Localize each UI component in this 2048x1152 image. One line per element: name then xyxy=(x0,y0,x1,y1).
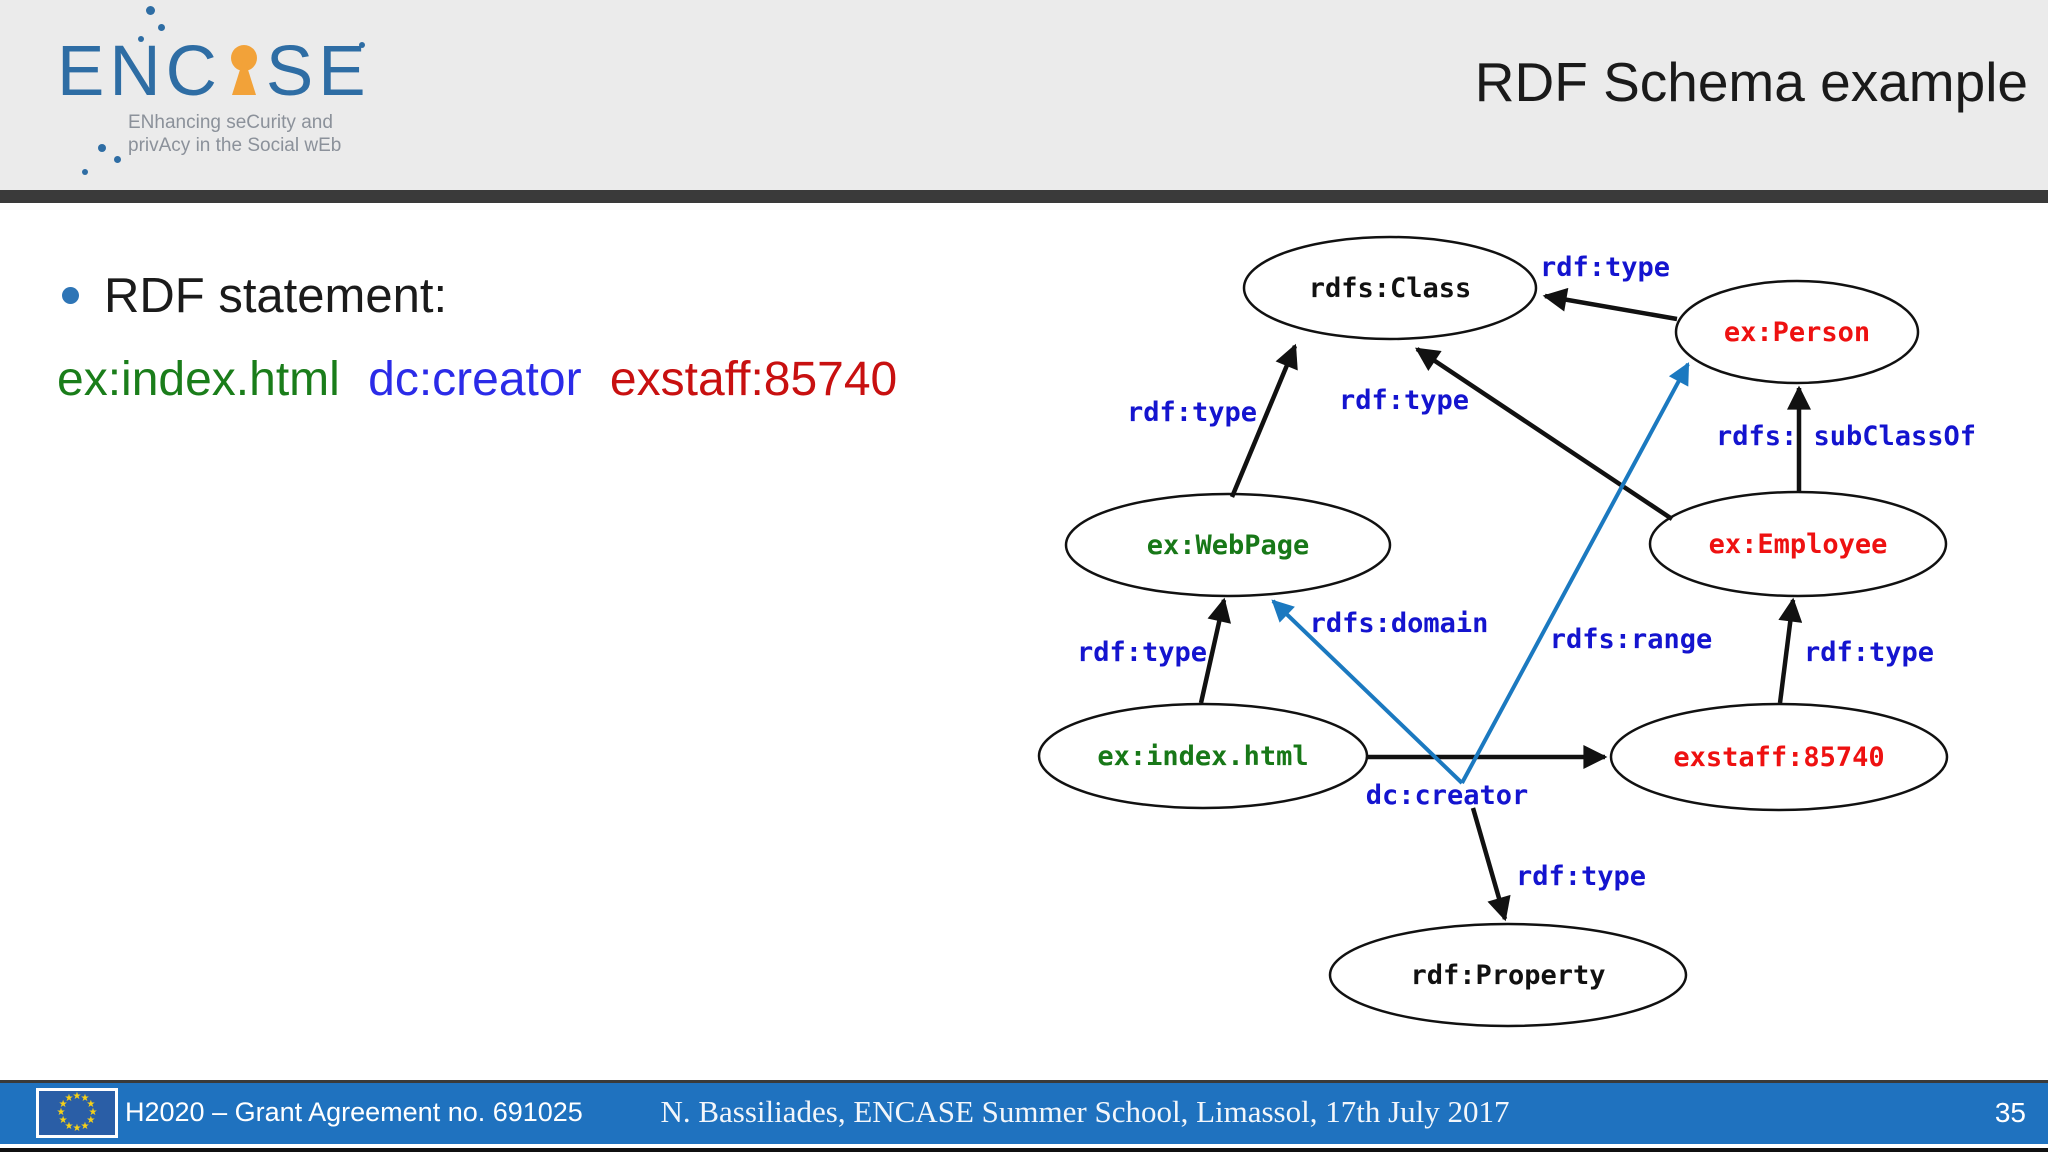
rdf-statement: ex:index.html dc:creator exstaff:85740 xyxy=(57,352,897,407)
eu-star-icon: ★ xyxy=(86,1099,96,1110)
node-rdfs-class-label: rdfs:Class xyxy=(1309,273,1472,304)
footer-bar xyxy=(0,1083,2048,1144)
keyhole-icon xyxy=(230,44,257,95)
eu-star-icon: ★ xyxy=(58,1115,68,1126)
eu-star-icon: ★ xyxy=(80,1120,90,1132)
header-band: ENC SE ENhancing seCurity and privAcy in… xyxy=(0,0,2048,190)
edge-employee-to-class-rdf-type xyxy=(1415,347,1674,521)
eu-star-icon: ★ xyxy=(86,1115,96,1126)
decor-dot xyxy=(114,156,121,163)
edge-exstaff-to-employee-rdf-type xyxy=(1777,597,1803,704)
label-rdfs-range: rdfs:range xyxy=(1550,624,1713,655)
page-title: RDF Schema example xyxy=(1474,51,2028,113)
edge-creator-domain-webpage xyxy=(1271,599,1464,785)
decor-dot xyxy=(359,42,365,48)
logo-tagline-line2: privAcy in the Social wEb xyxy=(128,135,342,156)
edge-person-to-class-rdf-type xyxy=(1542,287,1678,322)
grant-agreement-text: H2020 – Grant Agreement no. 691025 xyxy=(125,1097,583,1127)
logo-tagline: ENhancing seCurity and privAcy in the So… xyxy=(128,111,371,157)
bullet-marker xyxy=(62,287,79,304)
logo-word-start: ENC xyxy=(57,32,222,111)
decor-dot xyxy=(158,24,165,31)
header-divider xyxy=(0,190,2048,203)
footer-credit-text: N. Bassiliades, ENCASE Summer School, Li… xyxy=(660,1094,1510,1129)
node-ex-person-ellipse xyxy=(1674,279,1920,385)
node-ex-webpage-ellipse xyxy=(1064,492,1392,598)
node-ex-person-label: ex:Person xyxy=(1724,317,1870,348)
label-index-rdf-type: rdf:type xyxy=(1077,637,1207,668)
logo-word-end: SE xyxy=(265,32,371,111)
label-rdfs-domain: rdfs:domain xyxy=(1310,608,1489,639)
bullet-text: RDF statement: xyxy=(104,269,448,323)
rdf-schema-diagram: rdfs:Class ex:Person ex:WebPage ex:Emplo… xyxy=(1037,235,1976,1028)
eu-star-icon: ★ xyxy=(88,1107,98,1118)
statement-subject: ex:index.html xyxy=(57,353,340,406)
eu-star-icon: ★ xyxy=(58,1099,68,1110)
edge-index-to-webpage-rdf-type xyxy=(1198,597,1232,704)
eu-star-icon: ★ xyxy=(64,1120,74,1132)
footer-bottom-line xyxy=(0,1148,2048,1152)
node-exstaff-85740-label: exstaff:85740 xyxy=(1673,742,1884,773)
decor-dot xyxy=(138,36,144,42)
label-property-rdf-type: rdf:type xyxy=(1516,861,1646,892)
label-person-rdf-type: rdf:type xyxy=(1540,252,1670,283)
node-ex-webpage-label: ex:WebPage xyxy=(1147,530,1310,561)
statement-object: exstaff:85740 xyxy=(609,353,898,406)
page-number: 35 xyxy=(1994,1097,2026,1128)
eu-star-icon: ★ xyxy=(56,1107,66,1118)
logo-wordmark: ENC SE xyxy=(57,36,371,107)
decor-dot xyxy=(82,169,88,175)
node-rdf-property-label: rdf:Property xyxy=(1410,960,1605,991)
eu-flag: ★★★★★★★★★★★★ xyxy=(36,1088,118,1138)
node-ex-index-html-ellipse xyxy=(1037,702,1369,810)
eu-star-icon: ★ xyxy=(72,1091,82,1102)
eu-star-icon: ★ xyxy=(80,1093,90,1105)
footer-top-line xyxy=(0,1080,2048,1083)
edge-creator-range-person xyxy=(1460,362,1690,784)
eu-star-icon: ★ xyxy=(72,1123,82,1134)
label-dc-creator: dc:creator xyxy=(1366,780,1529,811)
decor-dot xyxy=(98,144,106,152)
label-rdfs-subclassof: rdfs: subClassOf xyxy=(1716,421,1976,452)
label-webpage-rdf-type: rdf:type xyxy=(1127,397,1257,428)
statement-predicate: dc:creator xyxy=(368,353,582,406)
decor-dot xyxy=(146,6,155,15)
edge-webpage-to-class-rdf-type xyxy=(1229,343,1298,498)
logo-tagline-line1: ENhancing seCurity and xyxy=(128,112,333,133)
edge-creator-to-property-rdf-type xyxy=(1470,807,1511,922)
encase-logo: ENC SE ENhancing seCurity and privAcy in… xyxy=(57,36,371,157)
node-ex-index-html-label: ex:index.html xyxy=(1097,741,1308,772)
node-rdfs-class-ellipse xyxy=(1242,235,1538,341)
eu-star-icon: ★ xyxy=(64,1093,74,1105)
node-exstaff-85740-ellipse xyxy=(1609,702,1949,812)
label-employee-rdf-type: rdf:type xyxy=(1339,385,1469,416)
node-rdf-property-ellipse xyxy=(1328,922,1688,1028)
node-ex-employee-label: ex:Employee xyxy=(1709,529,1888,560)
label-exstaff-rdf-type: rdf:type xyxy=(1804,637,1934,668)
